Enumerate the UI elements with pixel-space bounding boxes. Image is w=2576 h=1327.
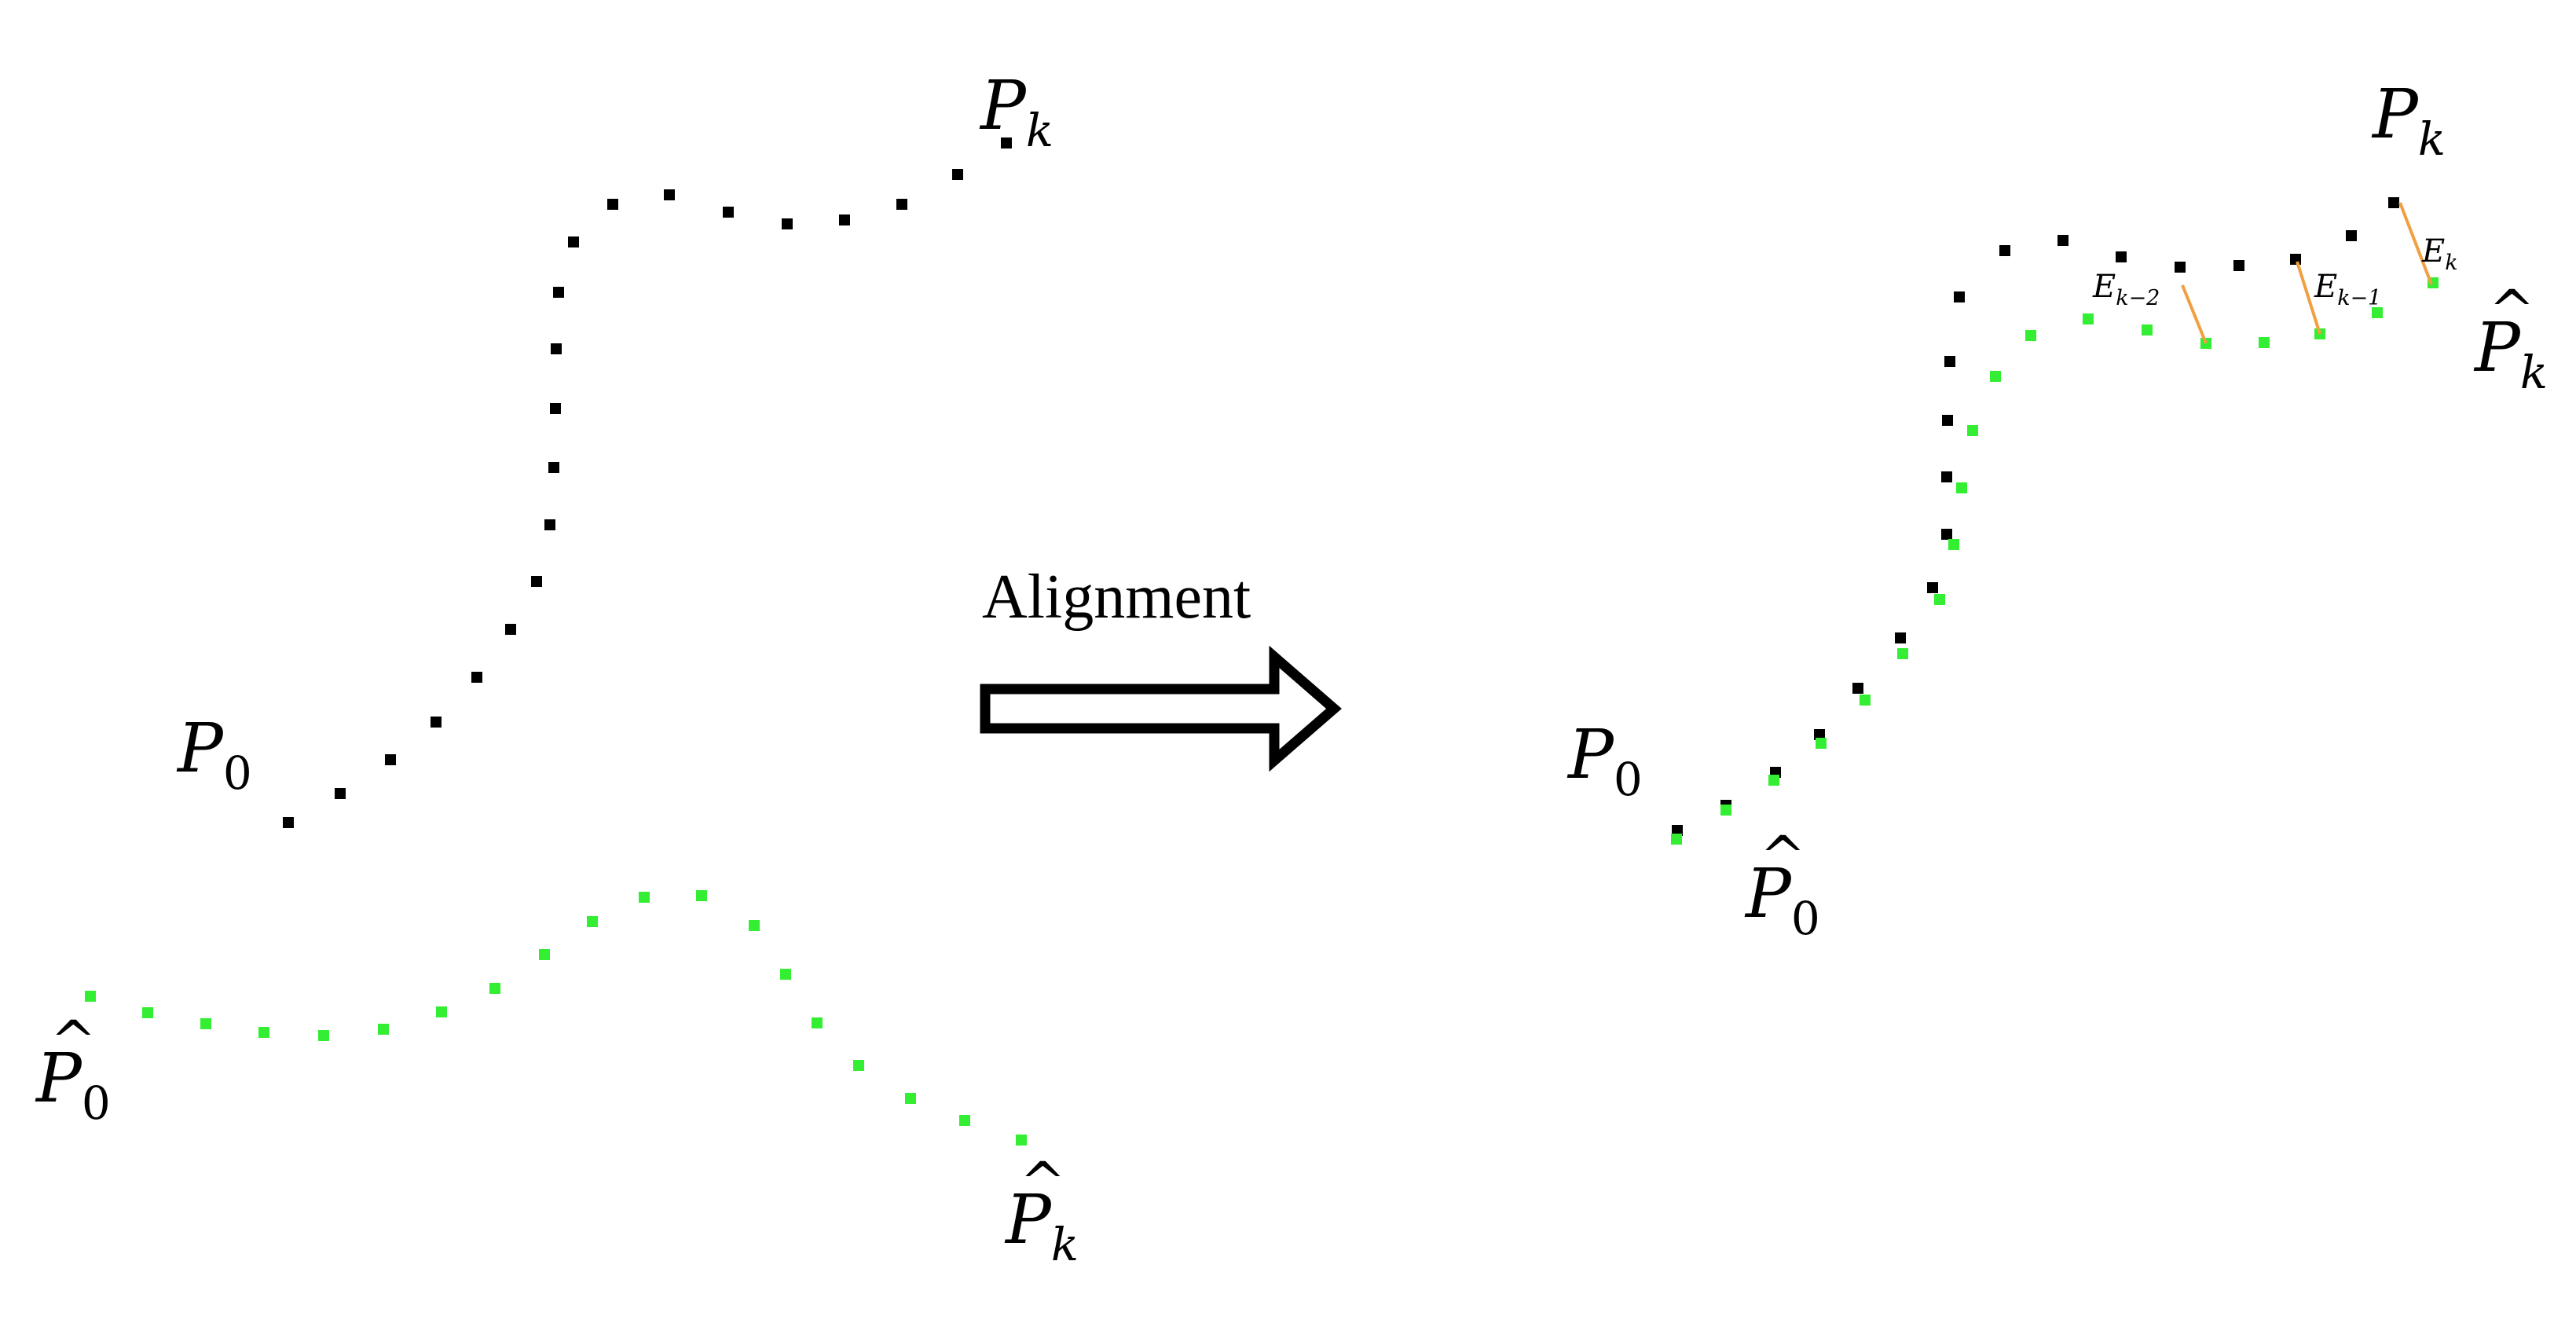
right-est-dot-12	[2083, 313, 2094, 324]
alignment-arrow	[980, 645, 1342, 772]
right-est-dot-7	[1948, 539, 1959, 550]
left-estimated-trajectory	[85, 890, 1027, 1146]
left-ref-dot-20	[1001, 137, 1012, 148]
label-pkhat-right: ^Pk	[2475, 278, 2549, 399]
right-ref-dot-8	[1941, 471, 1952, 482]
label-pkhat-left: ^Pk	[1006, 1150, 1079, 1271]
label-p0-left: P0	[178, 709, 252, 800]
left-est-dot-17	[959, 1115, 970, 1126]
error-line-k-2	[2181, 284, 2208, 344]
error-line-k	[2398, 202, 2433, 285]
left-est-dot-4	[318, 1030, 329, 1041]
left-est-dot-9	[587, 916, 598, 927]
right-ref-dot-6	[1927, 582, 1938, 593]
right-ref-dot-16	[2233, 260, 2244, 271]
left-ref-dot-15	[723, 207, 734, 218]
left-est-dot-6	[436, 1006, 447, 1017]
left-ref-dot-16	[782, 218, 793, 229]
left-est-dot-10	[639, 892, 650, 903]
left-ref-dot-18	[896, 199, 907, 210]
right-ref-dot-4	[1852, 683, 1863, 694]
left-ref-dot-10	[551, 343, 562, 354]
left-est-dot-14	[812, 1017, 823, 1028]
left-ref-dot-5	[505, 624, 516, 635]
right-ref-dot-10	[1944, 356, 1955, 367]
left-ref-dot-4	[471, 672, 482, 683]
right-ref-dot-17	[2290, 254, 2301, 265]
left-ref-dot-0	[283, 817, 294, 828]
left-ref-dot-7	[544, 519, 555, 530]
left-ref-dot-2	[385, 754, 396, 765]
left-ref-dot-9	[550, 403, 561, 414]
left-est-dot-0	[85, 991, 96, 1002]
right-est-dot-13	[2142, 324, 2153, 335]
left-ref-dot-19	[952, 169, 963, 180]
alignment-label: Alignment	[982, 563, 1251, 632]
right-ref-dot-9	[1942, 415, 1953, 426]
right-est-dot-5	[1897, 648, 1908, 659]
left-est-dot-3	[258, 1027, 269, 1038]
label-p0hat-left: ^P0	[36, 1009, 111, 1130]
left-est-dot-12	[749, 920, 760, 931]
left-est-dot-11	[696, 890, 707, 901]
right-ref-dot-7	[1941, 529, 1952, 540]
right-est-dot-17	[2372, 307, 2383, 318]
left-ref-dot-1	[335, 788, 346, 799]
label-error-k-2: Ek−2	[2093, 269, 2160, 310]
left-est-dot-5	[378, 1024, 389, 1035]
error-lines	[2181, 202, 2433, 344]
label-pk-left: Pk	[980, 67, 1054, 157]
label-error-k: Ek	[2422, 233, 2458, 275]
left-ref-dot-6	[531, 576, 542, 587]
right-ref-dot-14	[2116, 251, 2127, 262]
left-reference-trajectory	[283, 137, 1012, 828]
right-ref-dot-13	[2058, 235, 2068, 246]
right-est-dot-3	[1816, 738, 1827, 749]
left-ref-dot-13	[607, 199, 618, 210]
left-est-dot-15	[853, 1060, 864, 1071]
left-est-dot-7	[489, 983, 500, 994]
right-est-dot-11	[2025, 330, 2036, 341]
right-ref-dot-19	[2388, 197, 2399, 208]
right-ref-dot-12	[1999, 245, 2010, 256]
left-est-dot-8	[539, 949, 550, 960]
right-est-dot-2	[1768, 775, 1779, 786]
left-ref-dot-8	[548, 462, 559, 473]
left-ref-dot-14	[664, 189, 675, 200]
left-ref-dot-17	[839, 214, 850, 225]
left-est-dot-18	[1016, 1135, 1027, 1146]
right-est-dot-9	[1967, 425, 1978, 436]
label-p0hat-right: ^P0	[1746, 824, 1820, 945]
right-est-dot-4	[1860, 695, 1871, 706]
right-est-dot-1	[1720, 805, 1731, 816]
label-error-k-1: Ek−1	[2314, 269, 2382, 310]
right-ref-dot-5	[1895, 632, 1906, 643]
left-est-dot-16	[905, 1093, 916, 1104]
error-line-k-1	[2296, 261, 2321, 335]
right-est-dot-10	[1990, 371, 2001, 382]
left-est-dot-2	[200, 1018, 211, 1029]
right-est-dot-0	[1671, 834, 1682, 845]
left-ref-dot-11	[553, 287, 564, 298]
right-est-dot-6	[1934, 594, 1945, 605]
right-ref-dot-0	[1672, 825, 1683, 836]
left-ref-dot-12	[568, 236, 579, 247]
right-est-dot-8	[1956, 482, 1967, 493]
right-ref-dot-3	[1814, 729, 1825, 740]
label-pk-right: Pk	[2373, 75, 2446, 166]
left-ref-dot-3	[431, 717, 442, 728]
right-ref-dot-15	[2175, 262, 2186, 273]
left-est-dot-1	[142, 1007, 153, 1018]
label-p0-right: P0	[1568, 716, 1643, 806]
left-est-dot-13	[780, 969, 791, 980]
right-ref-dot-18	[2346, 230, 2357, 241]
right-ref-dot-11	[1954, 291, 1965, 302]
right-estimated-trajectory	[1671, 277, 2439, 845]
right-reference-trajectory	[1672, 197, 2399, 836]
right-est-dot-15	[2259, 337, 2270, 348]
